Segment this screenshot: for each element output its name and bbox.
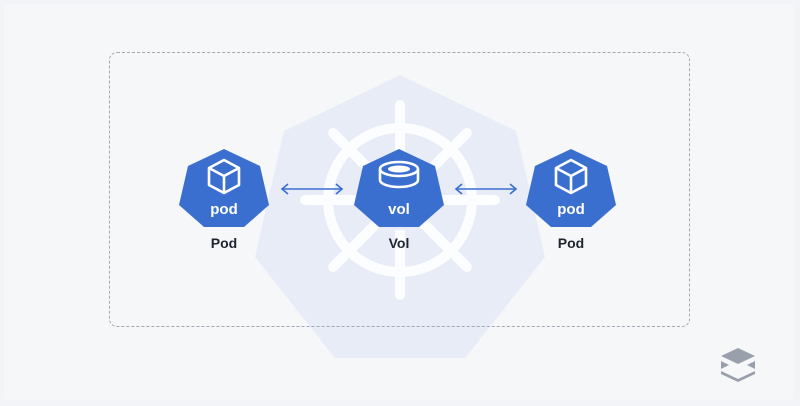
pod-node-right[interactable]: pod Pod bbox=[526, 147, 616, 251]
node-label: Vol bbox=[388, 235, 410, 251]
bidirectional-arrow-left bbox=[280, 183, 344, 195]
node-badge-text: pod bbox=[210, 201, 238, 218]
node-label: Pod bbox=[557, 235, 585, 251]
volume-node[interactable]: vol Vol bbox=[354, 147, 444, 251]
node-badge-text: vol bbox=[388, 201, 410, 218]
node-label: Pod bbox=[210, 235, 238, 251]
cluster-boundary bbox=[109, 52, 690, 327]
node-badge-text: pod bbox=[557, 201, 585, 218]
pod-node-left[interactable]: pod Pod bbox=[179, 147, 269, 251]
cube-icon: pod bbox=[526, 149, 616, 227]
cube-icon: pod bbox=[179, 149, 269, 227]
stacked-layers-logo-icon bbox=[721, 348, 755, 382]
bidirectional-arrow-right bbox=[454, 183, 518, 195]
volume-disk-icon: vol bbox=[354, 149, 444, 227]
